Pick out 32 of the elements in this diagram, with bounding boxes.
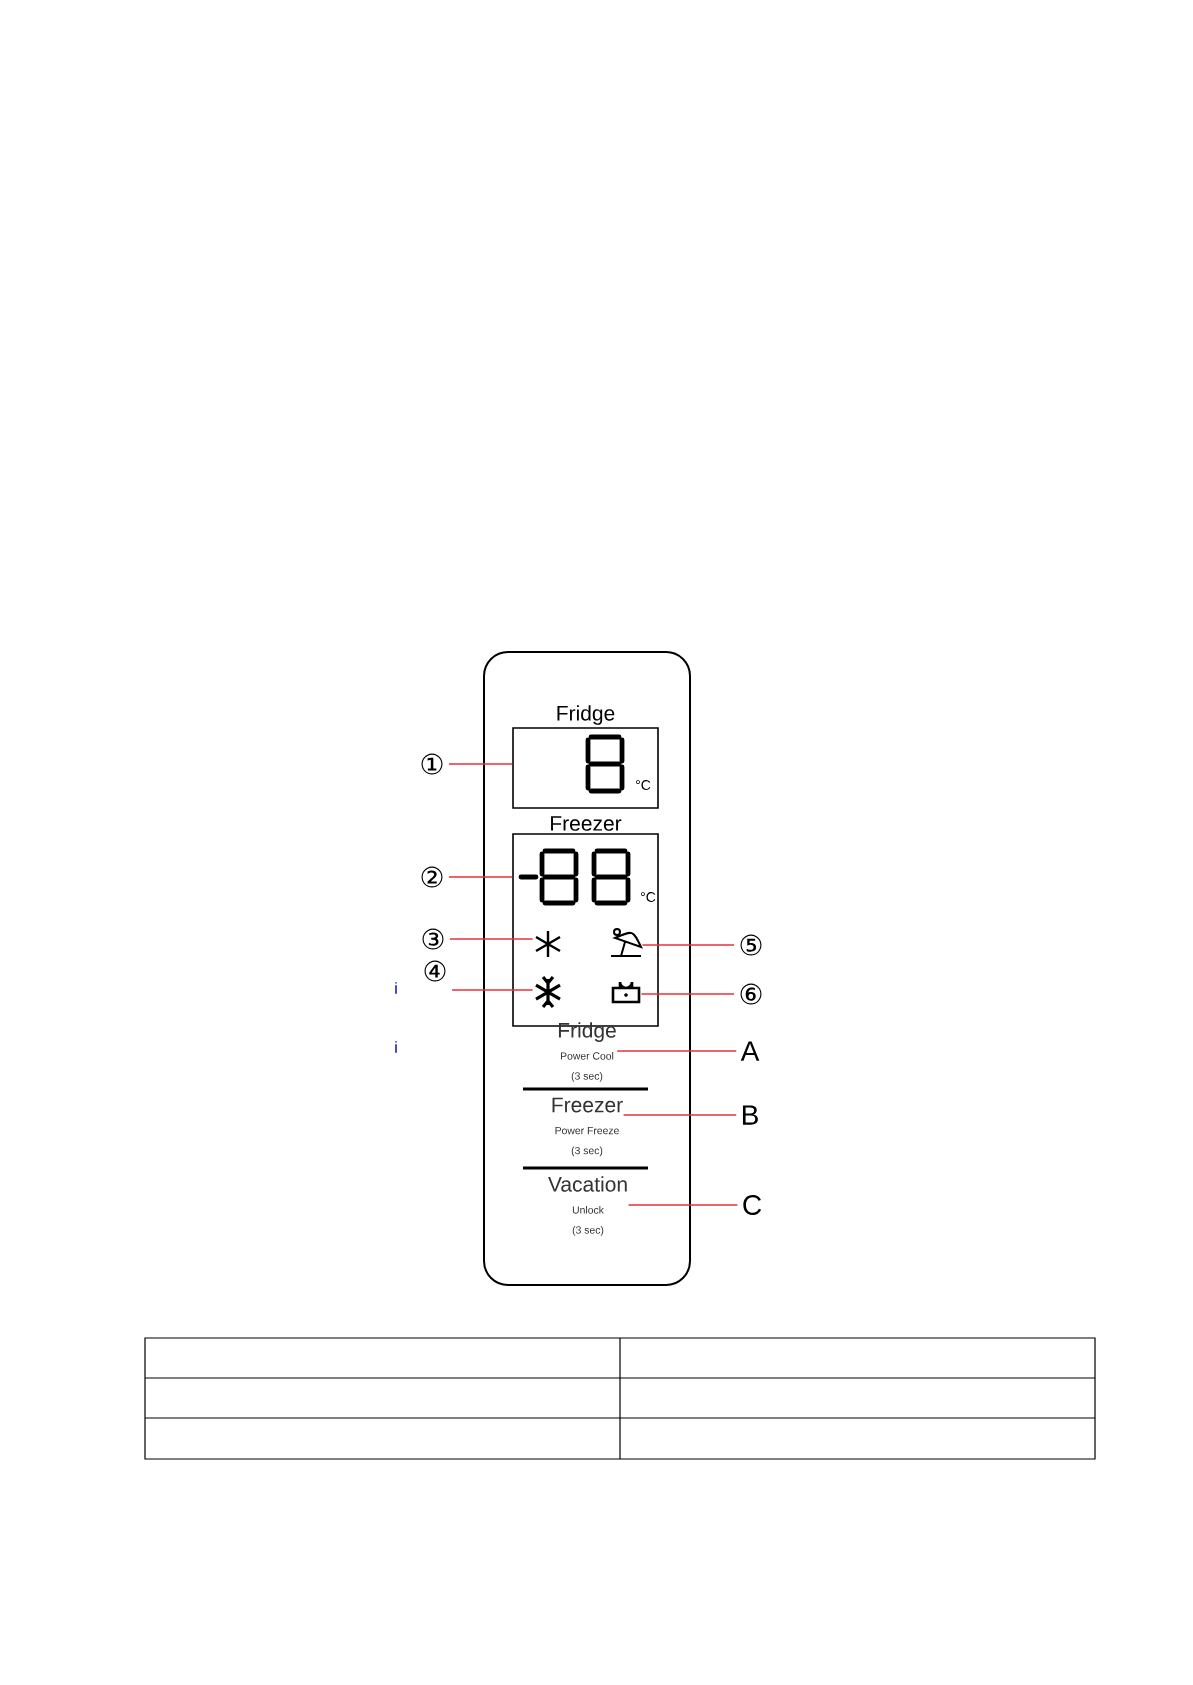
node-label: Fridge: [557, 705, 615, 725]
unit-label: °C: [636, 780, 651, 790]
leader-line: [616, 1050, 738, 1052]
button-label: Vacation Unlock (3 sec): [548, 1176, 627, 1236]
unit-label: °C: [641, 892, 656, 902]
leader-line: [451, 989, 534, 991]
button-label: Fridge Power Cool (3 sec): [558, 1022, 616, 1082]
callout-number: ③: [422, 928, 444, 950]
callout-number: ①: [421, 753, 443, 775]
asterisk-icon: [534, 929, 562, 959]
leader-line: [640, 993, 735, 995]
stray-mark: i: [395, 1041, 397, 1053]
beach-icon: [610, 928, 642, 957]
callout-number: ④: [424, 960, 446, 982]
callout-number: B: [742, 1105, 758, 1125]
stray-mark: i: [395, 982, 397, 994]
callout-number: ⑤: [740, 934, 762, 956]
lock-icon: [611, 980, 641, 1004]
callout-number: ②: [421, 866, 443, 888]
node-label: Freezer: [551, 816, 622, 831]
leader-line: [641, 944, 735, 946]
leader-line: [449, 938, 534, 940]
leader-line: [622, 1114, 738, 1116]
button-label: Freezer Power Freeze (3 sec): [552, 1097, 623, 1157]
leader-line: [448, 876, 513, 878]
leader-line: [448, 763, 513, 765]
callout-number: A: [740, 1041, 760, 1061]
snowflake-icon: [534, 975, 562, 1009]
callout-number: ⑥: [740, 983, 762, 1005]
leader-line: [627, 1204, 739, 1206]
panel: [483, 651, 691, 1286]
callout-number: C: [743, 1195, 762, 1215]
